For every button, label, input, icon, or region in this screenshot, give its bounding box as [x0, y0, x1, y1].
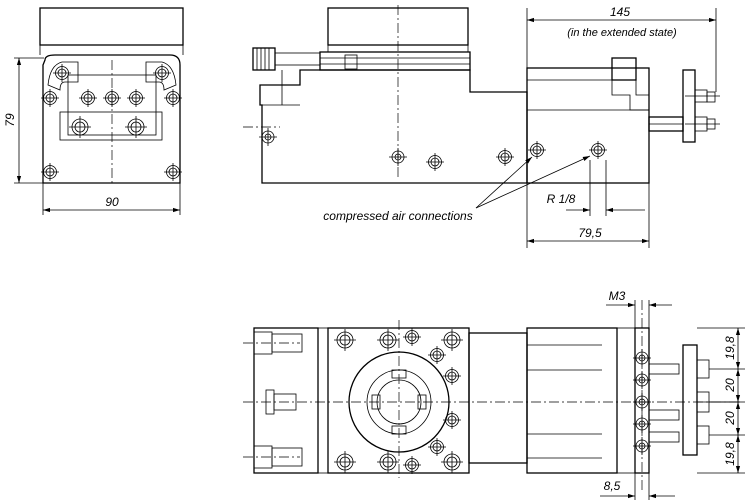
- front-top-plate: [39, 7, 184, 46]
- air-connections-callout: compressed air connections: [323, 209, 472, 223]
- dim-r18-label: R 1/8: [547, 192, 576, 206]
- front-body: [42, 54, 181, 184]
- side-view: 145 (in the extended state) R 1/8 79,5 c…: [243, 5, 720, 248]
- dim-145-label: 145: [610, 5, 630, 19]
- front-view: 79 90: [3, 7, 184, 215]
- dim-19-8-bottom-label: 19,8: [723, 442, 737, 466]
- dim-20-upper-label: 20: [723, 378, 737, 393]
- top-cylinder: [526, 327, 618, 474]
- dim-145-note: (in the extended state): [567, 27, 677, 39]
- dim-20-lower-label: 20: [723, 411, 737, 426]
- side-cylinder: [526, 67, 650, 184]
- side-body: [259, 69, 528, 184]
- top-view: M3 8,5 19,8 20 20 19,8: [243, 289, 745, 500]
- dim-79-5-label: 79,5: [578, 226, 602, 240]
- dim-8-5-label: 8,5: [604, 479, 621, 493]
- dim-90-label: 90: [105, 195, 119, 209]
- dim-19-8-top-label: 19,8: [723, 336, 737, 360]
- dim-m3-label: M3: [609, 289, 626, 303]
- dim-79-label: 79: [3, 113, 17, 127]
